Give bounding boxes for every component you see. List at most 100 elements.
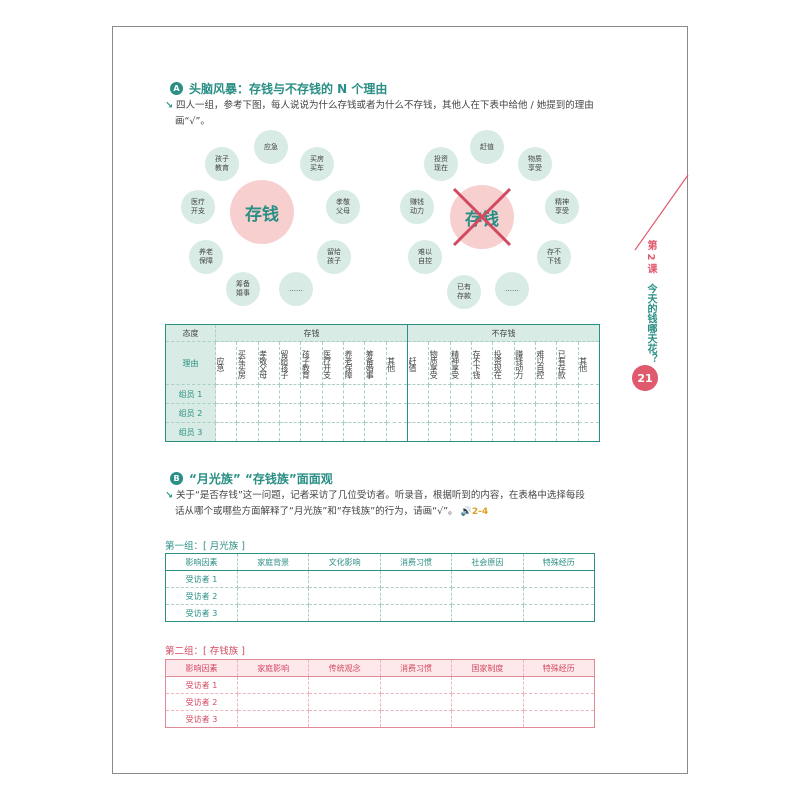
- check-cell[interactable]: [300, 384, 323, 404]
- reason-cell: 投资现在: [492, 341, 515, 385]
- check-cell[interactable]: [342, 422, 366, 442]
- check-cell[interactable]: [342, 403, 366, 423]
- reason-cell: 赚钱动力: [513, 341, 536, 385]
- check-cell[interactable]: [308, 693, 381, 711]
- check-cell[interactable]: [522, 693, 596, 711]
- check-cell[interactable]: [236, 604, 310, 622]
- check-cell[interactable]: [449, 422, 472, 442]
- check-cell[interactable]: [492, 384, 515, 404]
- check-cell[interactable]: [385, 384, 408, 404]
- check-cell[interactable]: [308, 604, 381, 622]
- check-cell[interactable]: [492, 422, 515, 442]
- check-cell[interactable]: [385, 422, 408, 442]
- check-cell[interactable]: [379, 587, 453, 605]
- check-cell[interactable]: [308, 570, 381, 588]
- check-cell[interactable]: [236, 693, 310, 711]
- check-cell[interactable]: [379, 676, 453, 694]
- check-cell[interactable]: [278, 384, 302, 404]
- check-cell[interactable]: [308, 587, 381, 605]
- check-cell[interactable]: [300, 403, 323, 423]
- check-cell[interactable]: [214, 384, 238, 404]
- check-cell[interactable]: [513, 384, 536, 404]
- check-cell[interactable]: [379, 710, 453, 728]
- check-cell[interactable]: [379, 570, 453, 588]
- save-header: 存钱: [215, 324, 408, 342]
- check-cell[interactable]: [451, 710, 524, 728]
- check-cell[interactable]: [321, 384, 344, 404]
- check-cell[interactable]: [236, 676, 310, 694]
- check-cell[interactable]: [236, 384, 259, 404]
- check-cell[interactable]: [379, 693, 453, 711]
- check-cell[interactable]: [451, 693, 524, 711]
- check-cell[interactable]: [470, 403, 494, 423]
- check-cell[interactable]: [321, 422, 344, 442]
- check-cell[interactable]: [449, 384, 472, 404]
- check-cell[interactable]: [278, 422, 302, 442]
- check-cell[interactable]: [379, 604, 453, 622]
- check-cell[interactable]: [300, 422, 323, 442]
- check-cell[interactable]: [577, 384, 601, 404]
- section-b-title: “月光族” “存钱族”面面观: [189, 472, 333, 486]
- check-cell[interactable]: [214, 422, 238, 442]
- audio-icon[interactable]: 🔊: [460, 507, 472, 517]
- check-cell[interactable]: [534, 403, 558, 423]
- bubble: 养老 保障: [189, 240, 223, 274]
- check-cell[interactable]: [406, 422, 430, 442]
- check-cell[interactable]: [257, 422, 280, 442]
- reason-text: 投资现在: [493, 350, 503, 378]
- check-cell[interactable]: [522, 710, 596, 728]
- check-cell[interactable]: [492, 403, 515, 423]
- reason-text: 精神享受: [450, 350, 460, 378]
- check-cell[interactable]: [534, 384, 558, 404]
- reason-cell: 精神享受: [449, 341, 472, 385]
- check-cell[interactable]: [257, 403, 280, 423]
- reason-cell: 已有存款: [556, 341, 579, 385]
- check-cell[interactable]: [451, 676, 524, 694]
- check-cell[interactable]: [449, 403, 472, 423]
- check-cell[interactable]: [522, 570, 596, 588]
- nosave-header: 不存钱: [406, 324, 601, 342]
- check-cell[interactable]: [534, 422, 558, 442]
- check-cell[interactable]: [236, 587, 310, 605]
- check-cell[interactable]: [451, 587, 524, 605]
- check-cell[interactable]: [321, 403, 344, 423]
- check-cell[interactable]: [522, 587, 596, 605]
- check-cell[interactable]: [470, 422, 494, 442]
- check-cell[interactable]: [364, 422, 387, 442]
- check-cell[interactable]: [406, 403, 430, 423]
- check-cell[interactable]: [451, 570, 524, 588]
- check-cell[interactable]: [556, 403, 579, 423]
- check-cell[interactable]: [257, 384, 280, 404]
- check-cell[interactable]: [451, 604, 524, 622]
- bubble: 赶值: [470, 130, 504, 164]
- check-cell[interactable]: [522, 676, 596, 694]
- factor-header: 影响因素: [165, 659, 238, 677]
- check-cell[interactable]: [236, 422, 259, 442]
- check-cell[interactable]: [236, 570, 310, 588]
- reason-cell: 留给孩子: [278, 341, 302, 385]
- check-cell[interactable]: [556, 422, 579, 442]
- check-cell[interactable]: [428, 384, 451, 404]
- check-cell[interactable]: [364, 403, 387, 423]
- check-cell[interactable]: [236, 710, 310, 728]
- check-cell[interactable]: [385, 403, 408, 423]
- check-cell[interactable]: [342, 384, 366, 404]
- check-cell[interactable]: [364, 384, 387, 404]
- check-cell[interactable]: [308, 676, 381, 694]
- check-cell[interactable]: [556, 384, 579, 404]
- check-cell[interactable]: [577, 422, 601, 442]
- check-cell[interactable]: [214, 403, 238, 423]
- factor-header: 社会原因: [451, 553, 524, 571]
- reason-cell: 存不下钱: [470, 341, 494, 385]
- check-cell[interactable]: [470, 384, 494, 404]
- check-cell[interactable]: [513, 422, 536, 442]
- check-cell[interactable]: [428, 403, 451, 423]
- check-cell[interactable]: [577, 403, 601, 423]
- check-cell[interactable]: [513, 403, 536, 423]
- check-cell[interactable]: [428, 422, 451, 442]
- check-cell[interactable]: [308, 710, 381, 728]
- check-cell[interactable]: [278, 403, 302, 423]
- check-cell[interactable]: [236, 403, 259, 423]
- check-cell[interactable]: [522, 604, 596, 622]
- check-cell[interactable]: [406, 384, 430, 404]
